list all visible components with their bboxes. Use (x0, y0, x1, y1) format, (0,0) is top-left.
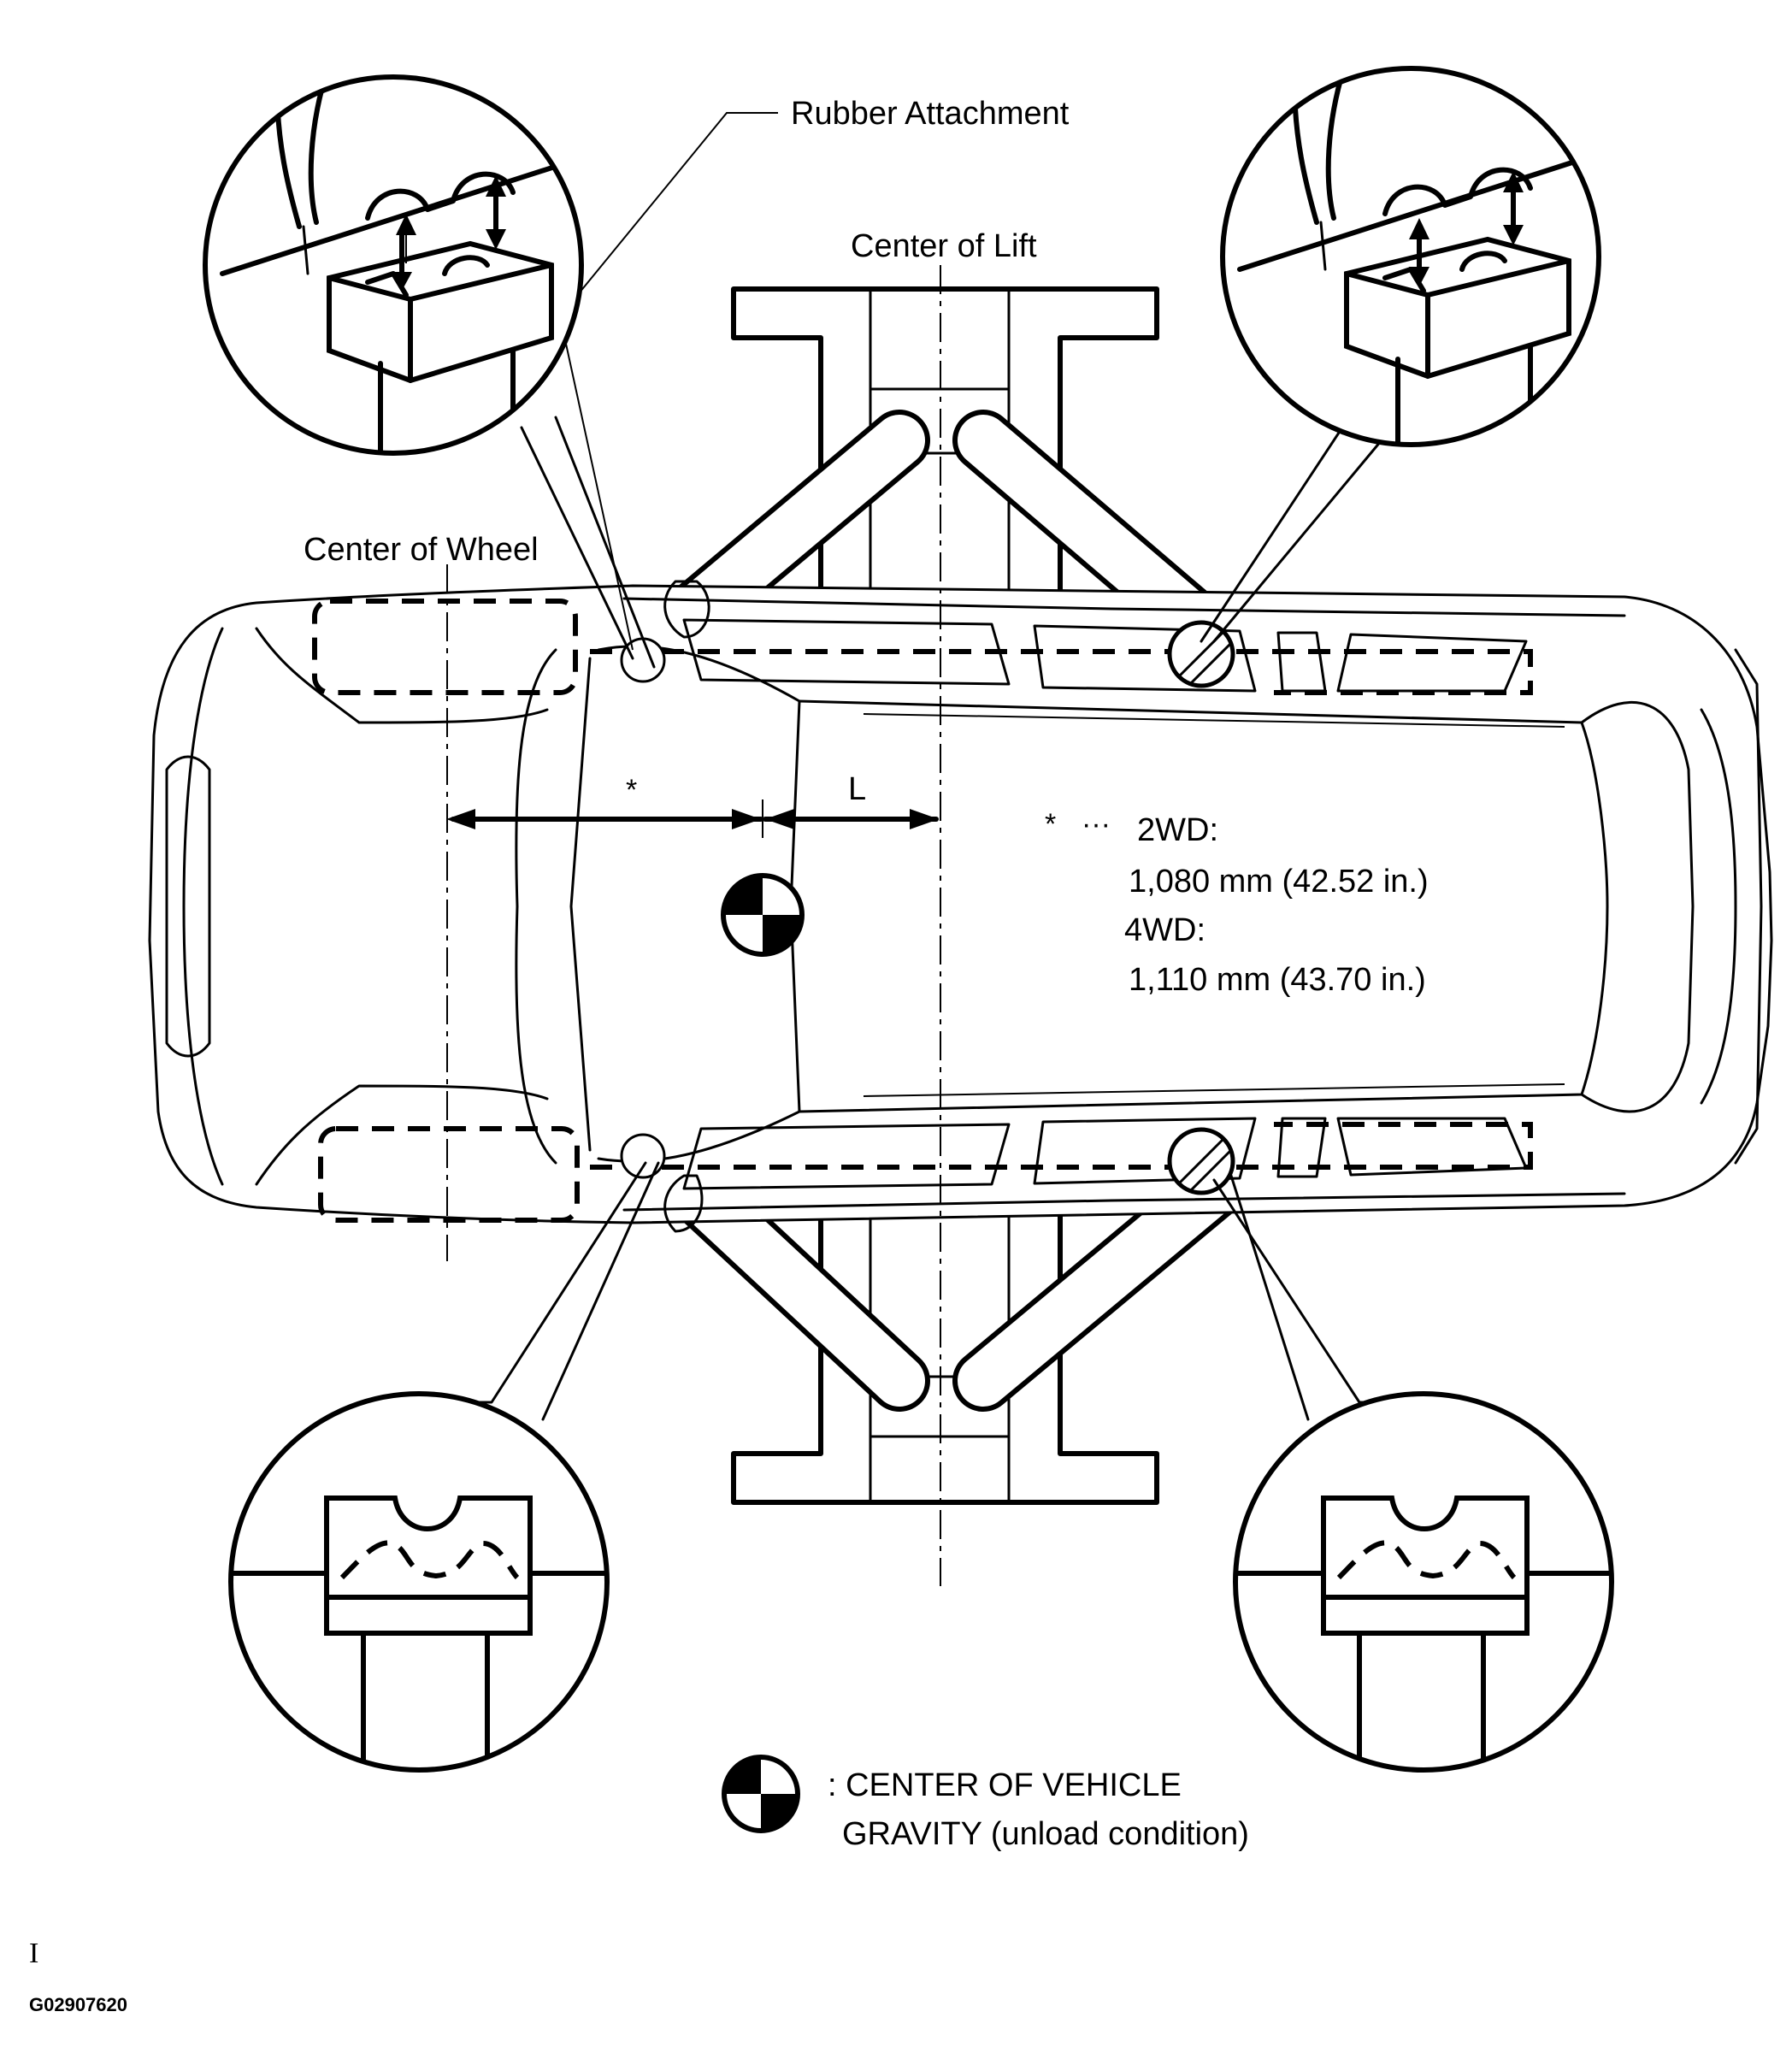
dim-l-label: L (848, 771, 866, 807)
detail-rubber-attachment-front (203, 74, 584, 456)
rubber-attachment-label: Rubber Attachment (791, 96, 1070, 132)
spec-4wd-label: 4WD: (1124, 912, 1205, 948)
vehicle-lift (619, 286, 1245, 1505)
vehicle-top-view (148, 265, 1773, 1586)
center-of-lift-label: Center of Lift (851, 228, 1037, 264)
legend-line-1: : CENTER OF VEHICLE (828, 1767, 1182, 1803)
spec-2wd-value: 1,080 mm (42.52 in.) (1129, 864, 1429, 900)
detail-lift-pad-front (228, 1391, 610, 1773)
spec-dots: ··· (1082, 808, 1111, 841)
detail-rubber-attachment-rear (1220, 66, 1601, 447)
legend: : CENTER OF VEHICLE GRAVITY (unload cond… (722, 1755, 1249, 1852)
dim-star-label: * (626, 774, 637, 806)
center-of-gravity-icon (721, 873, 805, 957)
spec-block: * ··· 2WD: 1,080 mm (42.52 in.) 4WD: 1,1… (1045, 808, 1429, 998)
spec-marker: * (1045, 808, 1056, 841)
dimension-lines: * L (446, 771, 939, 838)
legend-center-of-gravity-icon (722, 1755, 800, 1833)
spec-2wd-label: 2WD: (1137, 812, 1218, 848)
figure-code: G02907620 (29, 1994, 127, 2015)
detail-lift-pad-rear (1233, 1391, 1614, 1773)
vehicle-outline (148, 584, 1773, 1224)
footer-mark: I (29, 1938, 38, 1969)
legend-line-2: GRAVITY (unload condition) (842, 1816, 1249, 1852)
center-of-wheel-label: Center of Wheel (304, 532, 539, 568)
spec-4wd-value: 1,110 mm (43.70 in.) (1129, 962, 1426, 998)
